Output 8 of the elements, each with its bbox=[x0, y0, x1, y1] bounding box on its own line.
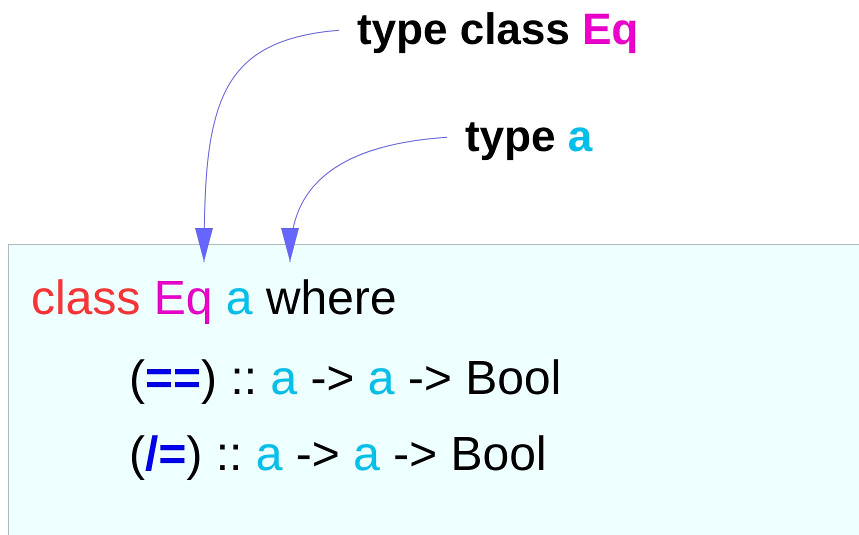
code-line: (/=) :: a -> a -> Bool bbox=[129, 429, 547, 482]
code-panel bbox=[8, 244, 859, 535]
code-line: class Eq a where bbox=[31, 273, 397, 326]
leader-arrow bbox=[281, 136, 448, 262]
annotation-text: type class Eq bbox=[357, 6, 638, 54]
code-line: (==) :: a -> a -> Bool bbox=[129, 353, 562, 406]
leader-arrow bbox=[195, 30, 340, 262]
annotation-text: type a bbox=[465, 113, 592, 162]
